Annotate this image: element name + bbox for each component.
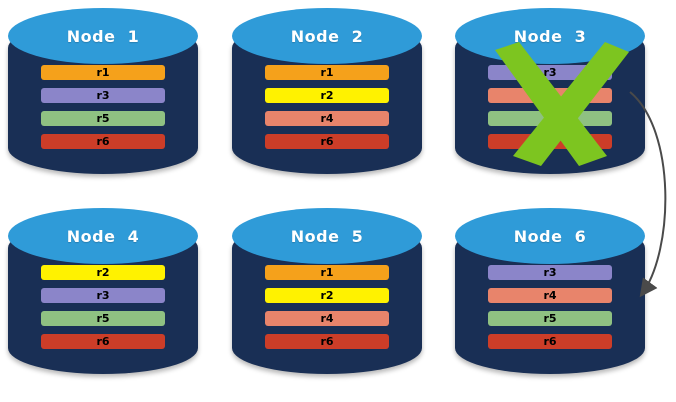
node-title-label: Node 2 (290, 26, 364, 46)
record-bar-r6[interactable]: r6 (488, 134, 612, 149)
record-bar-r5[interactable]: r5 (41, 311, 165, 326)
record-bar-r1[interactable]: r1 (265, 65, 389, 80)
node-cylinder-4[interactable]: Node 4 r2 r3 r5 r6 (8, 206, 198, 388)
record-bar-r3[interactable]: r3 (41, 88, 165, 103)
node-cylinder-5[interactable]: Node 5 r1 r2 r4 r6 (232, 206, 422, 388)
node-cylinder-2[interactable]: Node 2 r1 r2 r4 r6 (232, 6, 422, 188)
record-bar-r1[interactable]: r1 (265, 265, 389, 280)
record-bar-list: r1 r2 r4 r6 (265, 265, 389, 349)
record-bar-r5[interactable]: r5 (488, 311, 612, 326)
record-bar-r6[interactable]: r6 (488, 334, 612, 349)
record-bar-r4[interactable]: r4 (265, 111, 389, 126)
cylinder-top-ellipse (232, 8, 422, 64)
record-bar-r3[interactable]: r3 (41, 288, 165, 303)
record-bar-r2[interactable]: r2 (41, 265, 165, 280)
record-bar-list: r1 r2 r4 r6 (265, 65, 389, 149)
record-bar-r5[interactable]: r5 (488, 111, 612, 126)
node-title-label: Node 3 (513, 26, 587, 46)
node-title-label: Node 5 (290, 226, 364, 246)
record-bar-r2[interactable]: r2 (265, 288, 389, 303)
node-title-label: Node 4 (66, 226, 140, 246)
record-bar-r6[interactable]: r6 (41, 134, 165, 149)
record-bar-r6[interactable]: r6 (265, 334, 389, 349)
cylinder-top-ellipse (8, 8, 198, 64)
record-bar-list: r3 r4 r5 r6 (488, 265, 612, 349)
node-cylinder-6[interactable]: Node 6 r3 r4 r5 r6 (455, 206, 645, 388)
record-bar-r4[interactable]: r4 (488, 88, 612, 103)
record-bar-r3[interactable]: r3 (488, 65, 612, 80)
record-bar-r6[interactable]: r6 (265, 134, 389, 149)
record-bar-r5[interactable]: r5 (41, 111, 165, 126)
cylinder-top-ellipse (232, 208, 422, 264)
record-bar-r2[interactable]: r2 (265, 88, 389, 103)
node-cylinder-1[interactable]: Node 1 r1 r3 r5 r6 (8, 6, 198, 188)
record-bar-list: r3 r4 r5 r6 (488, 65, 612, 149)
node-cylinder-3[interactable]: Node 3 r3 r4 r5 r6 (455, 6, 645, 188)
node-title-label: Node 1 (66, 26, 140, 46)
cylinder-top-ellipse (8, 208, 198, 264)
record-bar-r1[interactable]: r1 (41, 65, 165, 80)
cylinder-top-ellipse (455, 208, 645, 264)
record-bar-list: r1 r3 r5 r6 (41, 65, 165, 149)
node-title-label: Node 6 (513, 226, 587, 246)
record-bar-r6[interactable]: r6 (41, 334, 165, 349)
record-bar-r3[interactable]: r3 (488, 265, 612, 280)
record-bar-r4[interactable]: r4 (488, 288, 612, 303)
record-bar-list: r2 r3 r5 r6 (41, 265, 165, 349)
record-bar-r4[interactable]: r4 (265, 311, 389, 326)
